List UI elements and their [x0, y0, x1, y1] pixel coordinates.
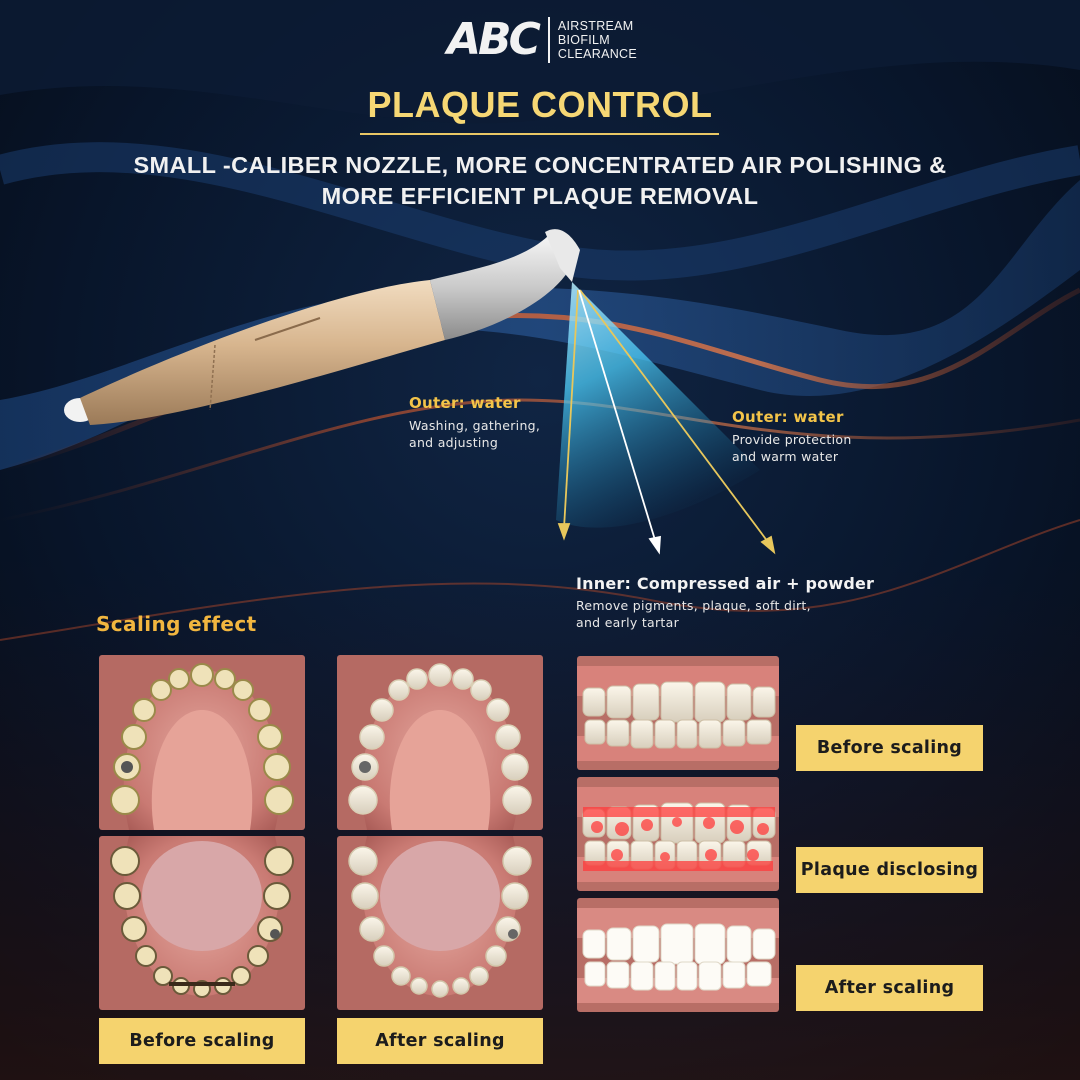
inner-air-powder-note: Inner: Compressed air + powder Remove pi…	[576, 574, 874, 631]
page-title: PLAQUE CONTROL	[367, 84, 713, 125]
note-line: and adjusting	[409, 435, 499, 450]
subtitle-line-2: MORE EFFICIENT PLAQUE REMOVAL	[321, 183, 759, 209]
spray-cone	[556, 282, 760, 528]
brand-line-2: BIOFILM	[557, 32, 610, 47]
outer-water-right-note: Outer: water Provide protection and warm…	[732, 408, 852, 465]
brand-tagline: AIRSTREAM BIOFILM CLEARANCE	[558, 19, 637, 61]
note-line: and early tartar	[576, 615, 680, 630]
logo-divider	[547, 16, 550, 63]
front-before-scaling-label: Before scaling	[796, 725, 983, 771]
plaque-disclosing-label: Plaque disclosing	[796, 847, 983, 893]
front-after-scaling-label: After scaling	[796, 965, 983, 1011]
brand-line-3: CLEARANCE	[557, 46, 638, 61]
lower-arch-after-photo	[337, 836, 543, 1010]
outer-water-left-note: Outer: water Washing, gathering, and adj…	[409, 394, 540, 451]
note-line: and warm water	[732, 449, 839, 464]
scaling-effect-title: Scaling effect	[96, 612, 257, 636]
note-title: Outer: water	[409, 394, 521, 412]
note-line: Washing, gathering,	[409, 418, 541, 433]
spray-arrows	[557, 289, 776, 555]
title-underline	[360, 133, 719, 135]
page-subtitle: SMALL -CALIBER NOZZLE, MORE CONCENTRATED…	[60, 150, 1020, 212]
upper-arch-before-photo	[99, 655, 305, 830]
lower-arch-before-photo	[99, 836, 305, 1010]
note-title: Outer: water	[732, 408, 844, 426]
before-scaling-label: Before scaling	[99, 1018, 305, 1064]
brand-mark: ABC	[447, 14, 541, 65]
front-after-scaling-photo	[577, 898, 779, 1012]
upper-arch-after-photo	[337, 655, 543, 830]
handpiece	[64, 229, 580, 425]
brand-line-1: AIRSTREAM	[557, 18, 634, 33]
after-scaling-label: After scaling	[337, 1018, 543, 1064]
front-plaque-disclosing-photo	[577, 777, 779, 891]
note-line: Provide protection	[732, 432, 852, 447]
front-before-scaling-photo	[577, 656, 779, 770]
brand-logo: ABC AIRSTREAM BIOFILM CLEARANCE	[447, 14, 637, 65]
note-line: Remove pigments, plaque, soft dirt,	[576, 598, 811, 613]
note-title: Inner: Compressed air + powder	[576, 574, 875, 593]
subtitle-line-1: SMALL -CALIBER NOZZLE, MORE CONCENTRATED…	[133, 152, 947, 178]
